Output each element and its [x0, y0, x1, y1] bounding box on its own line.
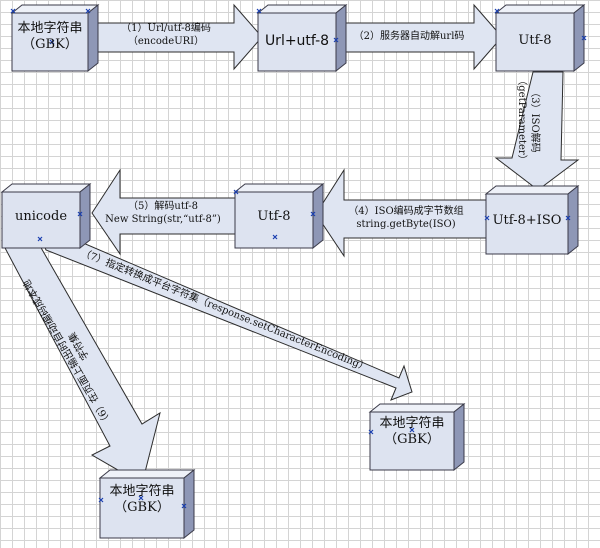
arrow-6-auto-encode — [3, 231, 161, 485]
arrow-4-iso-encode — [315, 168, 491, 258]
node-utf8-iso — [484, 184, 580, 256]
arrows-layer — [3, 3, 580, 485]
handle-mark — [49, 39, 55, 45]
handle-mark — [494, 8, 500, 14]
arrow-7-set-encoding — [39, 227, 413, 401]
node-local-gbk-right — [368, 402, 466, 472]
node-label-line: 本地字符串 — [109, 484, 175, 499]
handle-mark — [98, 497, 104, 503]
node-label-line: （GBK） — [384, 432, 440, 448]
edge-label-line: （7）指定转换成平台字符集（response.setCharacterEncod… — [79, 247, 371, 374]
node-label-utf8-iso: Utf-8+ISO — [486, 213, 568, 229]
handle-mark — [256, 8, 262, 14]
node-local-gbk-bottom — [98, 468, 196, 540]
edge-label-line: （5）解码utf-8 — [128, 201, 198, 212]
handle-mark — [484, 215, 490, 221]
edge-label-line: （2）服务器自动解url码 — [353, 31, 465, 42]
node-label-line: Utf-8 — [257, 209, 291, 224]
node-label-local-gbk-bottom: 本地字符串 （GBK） — [100, 484, 184, 517]
selection-handles — [10, 8, 587, 509]
node-local-gbk-top — [10, 3, 100, 73]
handle-mark — [85, 8, 91, 14]
node-label-url-utf8: Url+utf-8 — [258, 33, 336, 51]
handle-mark — [333, 37, 339, 43]
handle-mark — [138, 495, 144, 501]
node-label-utf8-middle: Utf-8 — [235, 209, 313, 225]
arrow-5-utf8-decode — [91, 168, 237, 256]
handle-mark — [310, 211, 316, 217]
edge-label-line: string.getByte(ISO) — [356, 218, 456, 230]
node-url-utf8 — [256, 3, 348, 73]
edge-label-2: （2）服务器自动解url码 — [344, 31, 474, 44]
edge-label-line: （4）ISO编码成字节数组 — [348, 206, 464, 217]
handle-mark — [581, 35, 587, 41]
arrow-2-server-decode — [341, 3, 503, 71]
edge-label-line: New String(str,“utf-8”) — [105, 213, 221, 225]
edge-label-line: （6）在页面上输出时自动编码成本地 — [21, 277, 115, 428]
node-utf8-top-right — [494, 3, 586, 73]
handle-mark — [10, 8, 16, 14]
handle-mark — [565, 215, 571, 221]
edge-label-line: （3）ISO解码 — [529, 87, 540, 153]
edge-label-line: （1）Url/utf-8编码 — [121, 23, 211, 34]
arrow-1-url-encode — [97, 3, 263, 71]
node-label-utf8-top-right: Utf-8 — [496, 33, 574, 49]
node-label-line: Url+utf-8 — [264, 33, 330, 49]
handle-mark — [409, 427, 415, 433]
node-label-line: （GBK） — [22, 37, 78, 53]
arrow-3-iso-decode — [494, 71, 580, 191]
node-label-line: （GBK） — [114, 500, 170, 516]
node-label-unicode: unicode — [2, 209, 80, 225]
handle-mark — [233, 189, 239, 195]
node-label-line: unicode — [14, 209, 68, 224]
edge-label-5: （5）解码utf-8 New String(str,“utf-8”) — [88, 201, 238, 226]
boxes-layer — [0, 3, 586, 540]
handle-mark — [368, 429, 374, 435]
handle-mark — [272, 234, 278, 240]
node-label-line: 本地字符串 — [379, 416, 445, 431]
node-label-local-gbk-right: 本地字符串 （GBK） — [370, 416, 454, 449]
node-label-local-gbk-top: 本地字符串 （GBK） — [12, 21, 88, 54]
edge-label-4: （4）ISO编码成字节数组 string.getByte(ISO) — [336, 206, 476, 231]
handle-mark — [181, 503, 187, 509]
node-label-line: Utf-8 — [518, 33, 552, 48]
edge-label-1: （1）Url/utf-8编码 （encodeURI） — [104, 23, 228, 48]
edge-label-line: （encodeURI） — [127, 35, 205, 47]
edge-label-line: （getParameter） — [516, 75, 528, 165]
handle-mark — [37, 236, 43, 242]
handle-mark — [77, 211, 83, 217]
node-label-line: Utf-8+ISO — [492, 213, 562, 228]
node-label-line: 本地字符串 — [17, 21, 83, 36]
